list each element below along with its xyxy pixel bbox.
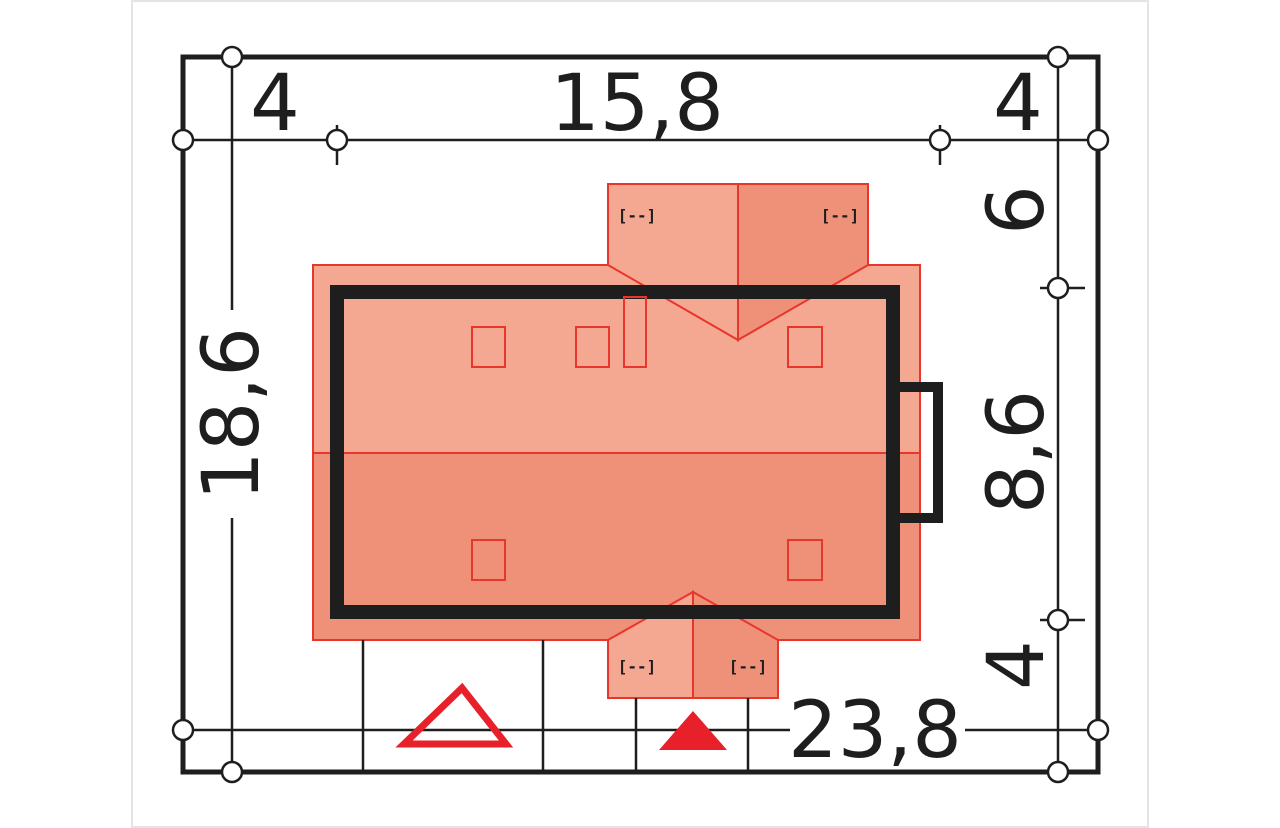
dim-right-bottom: 4: [972, 640, 1062, 690]
dimension-node: [1046, 45, 1070, 69]
entry-triangle-outline-icon: [395, 682, 514, 748]
dim-left-depth: 18,6: [187, 327, 277, 501]
dimension-nodes: [171, 45, 1110, 784]
dimension-node: [220, 45, 244, 69]
bay-extension: [888, 382, 943, 523]
dim-right-building: 8,6: [972, 390, 1062, 514]
entry-triangle-filled-icon: [659, 711, 727, 750]
vent-symbol: [--]: [821, 206, 860, 225]
dimension-node: [1086, 128, 1110, 152]
dimension-node: [171, 718, 195, 742]
vent-symbol: [--]: [729, 657, 768, 676]
chimney: [623, 296, 647, 368]
dim-top-right: 4: [993, 59, 1043, 149]
dimension-node: [928, 128, 952, 152]
dimension-node: [171, 128, 195, 152]
dimension-node: [325, 128, 349, 152]
vent-symbol: [--]: [618, 657, 657, 676]
dimension-node: [1046, 608, 1070, 632]
vent-symbol: [--]: [618, 206, 657, 225]
dim-bottom-width: 23,8: [788, 686, 962, 776]
roof-window: [471, 539, 506, 581]
dim-top-left: 4: [250, 59, 300, 149]
roof-window: [471, 326, 506, 368]
dimension-node: [220, 760, 244, 784]
dimension-node: [1086, 718, 1110, 742]
dim-right-top: 6: [972, 185, 1062, 235]
plot-boundary: [180, 54, 1101, 775]
dimension-node: [1046, 760, 1070, 784]
roof-window: [787, 539, 823, 581]
dim-top-building: 15,8: [550, 59, 724, 149]
dimension-node: [1046, 276, 1070, 300]
roof-windows: [471, 296, 823, 581]
roof-window: [787, 326, 823, 368]
roof-window: [575, 326, 610, 368]
